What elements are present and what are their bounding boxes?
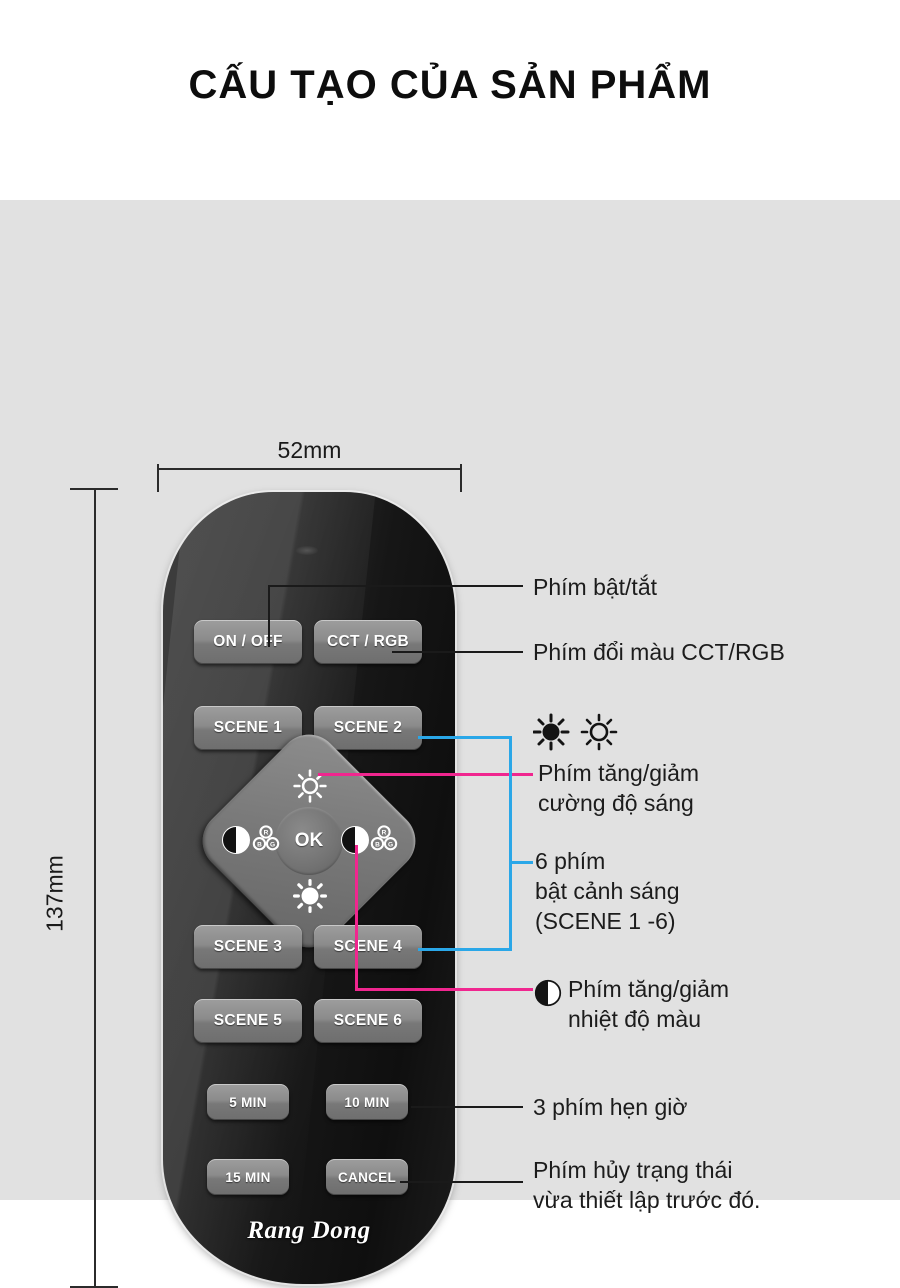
svg-text:G: G	[270, 842, 275, 849]
connector-color-temp-vertical	[355, 845, 358, 990]
button-scene-5[interactable]: SCENE 5	[194, 999, 302, 1043]
button-scene-1[interactable]: SCENE 1	[194, 706, 302, 750]
height-dimension-tick-top	[70, 488, 118, 490]
connector-brightness	[318, 773, 533, 776]
sun-filled-icon[interactable]	[293, 879, 327, 913]
button-on-off[interactable]: ON / OFF	[194, 620, 302, 664]
remote-control-body: ON / OFF CCT / RGB SCENE 1 SCENE 2 OK	[163, 492, 455, 1284]
button-scene-3[interactable]: SCENE 3	[194, 925, 302, 969]
title-band: CẤU TẠO CỦA SẢN PHẨM	[0, 0, 900, 200]
button-ok[interactable]: OK	[275, 807, 343, 875]
button-cct-rgb[interactable]: CCT / RGB	[314, 620, 422, 664]
product-diagram: 52mm 137mm ON / OFF CCT / RGB SCENE 1 SC…	[0, 200, 900, 1288]
connector-power-horizontal	[268, 585, 523, 587]
annotation-power: Phím bật/tắt	[533, 574, 658, 600]
annotation-color-mode: Phím đổi màu CCT/RGB	[533, 639, 785, 665]
rgb-icon[interactable]: R B G	[251, 824, 281, 854]
button-timer-5-min[interactable]: 5 MIN	[207, 1084, 289, 1120]
width-dimension-tick-right	[460, 444, 462, 492]
sun-icon-pair	[533, 713, 618, 751]
button-scene-6[interactable]: SCENE 6	[314, 999, 422, 1043]
annotation-scenes: 6 phím bật cảnh sáng (SCENE 1 -6)	[535, 848, 680, 934]
svg-text:B: B	[257, 842, 262, 849]
connector-scenes-top	[418, 736, 512, 739]
svg-text:R: R	[264, 829, 269, 836]
connector-color-mode	[392, 651, 523, 653]
connector-power-vertical	[268, 585, 270, 647]
button-cancel[interactable]: CANCEL	[326, 1159, 408, 1195]
width-dimension-label: 52mm	[157, 437, 462, 464]
width-dimension-line	[157, 468, 462, 470]
connector-scenes-vertical	[509, 736, 512, 951]
height-dimension-label: 137mm	[37, 814, 72, 974]
connector-cancel	[400, 1181, 523, 1183]
svg-text:B: B	[375, 842, 380, 849]
rgb-icon[interactable]: R B G	[369, 824, 399, 854]
page-title: CẤU TẠO CỦA SẢN PHẨM	[188, 63, 712, 107]
connector-scenes-bottom	[418, 948, 512, 951]
height-dimension-line	[94, 488, 96, 1288]
half-circle-icon[interactable]	[220, 824, 252, 856]
button-timer-15-min[interactable]: 15 MIN	[207, 1159, 289, 1195]
brand-logo: Rang Dong	[247, 1217, 371, 1244]
half-circle-icon	[534, 979, 562, 1007]
connector-color-temp-horizontal	[355, 988, 533, 991]
button-scene-2[interactable]: SCENE 2	[314, 706, 422, 750]
annotation-cancel: Phím hủy trạng thái vừa thiết lập trước …	[533, 1157, 761, 1213]
svg-text:R: R	[382, 829, 387, 836]
button-timer-10-min[interactable]: 10 MIN	[326, 1084, 408, 1120]
annotation-brightness: Phím tăng/giảm cường độ sáng	[538, 760, 700, 816]
width-dimension-tick-left	[157, 444, 159, 492]
width-dimension-value: 52mm	[267, 437, 352, 463]
ir-led-indicator	[296, 546, 318, 555]
annotation-color-temp: Phím tăng/giảm nhiệt độ màu	[568, 976, 730, 1032]
svg-text:G: G	[388, 842, 393, 849]
connector-scenes-stub	[509, 861, 533, 864]
connector-timer	[411, 1106, 523, 1108]
button-scene-4[interactable]: SCENE 4	[314, 925, 422, 969]
annotation-timer: 3 phím hẹn giờ	[533, 1094, 688, 1120]
height-dimension-value: 137mm	[37, 845, 72, 942]
